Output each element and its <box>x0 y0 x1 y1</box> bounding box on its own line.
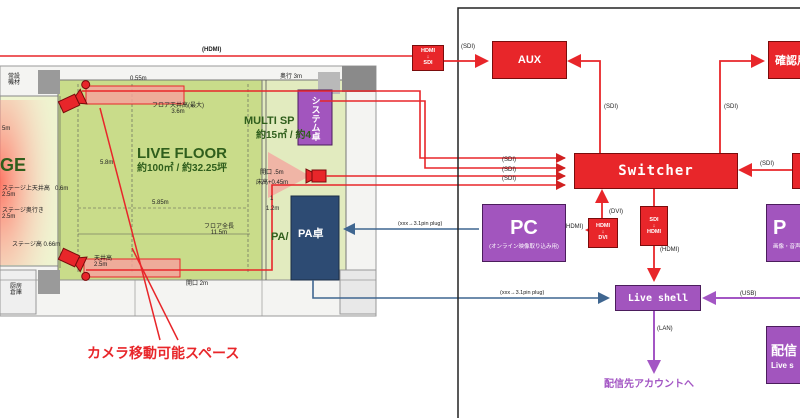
aux-box: AUX <box>492 41 567 79</box>
cable-label: (xxx→3.1pin plug) <box>398 221 443 227</box>
sdi-label: (SDI) <box>461 44 475 50</box>
dvi-label: (DVI) <box>609 209 623 215</box>
hdmi-sdi-converter: HDMI ↓ SDI <box>412 45 444 71</box>
cable <box>82 90 566 163</box>
sdi-label: (SDI) <box>502 176 516 182</box>
live-shell-box: Live shell <box>615 285 701 311</box>
haishin-box: 配信 Live s <box>766 326 800 384</box>
multi-space-area: 約15㎡ / 約4 <box>256 130 312 141</box>
floor-ceiling-note: フロア天井高(最大) 3.6m <box>152 103 204 115</box>
structure-block <box>38 270 60 294</box>
pa-desk-label: PA卓 <box>298 228 324 240</box>
right-p-title: P <box>773 216 787 239</box>
structure-block <box>318 72 340 94</box>
live-floor-area: 約100㎡ / 約32.25坪 <box>137 163 228 174</box>
cable <box>86 180 566 271</box>
structure-block <box>0 269 37 315</box>
stage-glow <box>0 100 60 265</box>
hdmi-label: (HDMI) <box>660 247 680 253</box>
camera-icon <box>57 247 91 281</box>
dimension-label: 5m <box>2 126 11 132</box>
dimension-label: 0.55m <box>130 76 147 82</box>
stage-depth-note: ステージ奥行き 2.5m <box>2 208 44 220</box>
stage-title: GE <box>0 155 27 175</box>
dimension-label: 5.85m <box>152 200 169 206</box>
stage-height-note: ステージ高 0.66m <box>12 242 61 248</box>
structure-block <box>339 269 377 315</box>
camera-icon <box>305 168 327 184</box>
ceiling-note: 天井高 2.5m <box>94 256 113 268</box>
usb-label: (USB) <box>740 291 757 297</box>
right-p-subtitle: 画像・音声 <box>773 243 800 250</box>
camera-space-top <box>85 85 185 105</box>
dimension-label: 5.8m <box>100 160 114 166</box>
pc-box: PC (オンライン映像取り込み用) <box>482 204 566 262</box>
cable-label: (xxx→3.1pin plug) <box>500 290 545 296</box>
sdi-label: (SDI) <box>502 167 516 173</box>
depth-note: 奥行 3m <box>280 74 303 80</box>
signal-arrow <box>719 54 765 153</box>
pa-desk <box>290 195 340 281</box>
dimension-label: 1.2m <box>266 206 280 212</box>
system-desk <box>297 89 333 146</box>
sdi-label: (SDI) <box>502 157 516 163</box>
hdmi-cable-label: (HDMI) <box>202 47 222 53</box>
switcher-box: Switcher <box>574 153 738 189</box>
multi-space-title: MULTI SP <box>244 115 295 127</box>
door-note: 開口 2m <box>186 281 209 287</box>
pc-subtitle: (オンライン映像取り込み用) <box>489 243 559 250</box>
right-input-box <box>792 153 800 189</box>
hdmi-dvi-converter: HDMI ↓ DVI <box>588 218 618 248</box>
lan-label: (LAN) <box>657 326 673 332</box>
sdi-label: (SDI) <box>724 104 738 110</box>
signal-arrow <box>567 54 601 153</box>
pc-title: PC <box>510 216 538 239</box>
label-pointer <box>99 107 161 341</box>
sdi-hdmi-converter: SDI ↓ HDMI <box>640 206 668 246</box>
right-p-box: P 画像・音声 <box>766 204 800 262</box>
system-desk-label: システム卓 <box>310 96 321 141</box>
stage-ceiling-note: ステージ上天井高 2.5m <box>2 186 50 198</box>
dimension-label: 0.6m <box>55 186 69 192</box>
camera-icon <box>57 80 91 114</box>
structure-block <box>342 66 376 92</box>
dimension-label: 1 <box>270 196 274 202</box>
floor-plan <box>0 55 610 341</box>
streaming-destination: 配信先アカウントへ <box>604 379 694 390</box>
structure-block <box>38 70 60 94</box>
floor-width-note: フロア全長 11.5m <box>204 224 235 236</box>
camera-space-label: カメラ移動可能スペース <box>87 345 240 361</box>
pa-partial-label: PA/ <box>271 231 289 243</box>
cable <box>312 280 610 304</box>
haishin-title: 配信 <box>771 343 798 358</box>
door-note: 開口 .5m <box>260 170 284 176</box>
sdi-label: (SDI) <box>760 161 774 167</box>
haishin-subtitle: Live s <box>771 361 794 370</box>
confirm-monitor-box: 確認用 <box>768 41 800 79</box>
equipment-note: 常設 機材 <box>8 74 21 86</box>
camera-space-bottom <box>83 258 181 278</box>
sdi-label: (SDI) <box>604 104 618 110</box>
hdmi-label: (HDMI) <box>564 224 584 230</box>
camera-beam <box>268 152 310 198</box>
live-floor-title: LIVE FLOOR <box>137 145 227 162</box>
cable <box>320 100 566 173</box>
signal-frame <box>457 7 800 418</box>
signal-diagram <box>443 7 800 418</box>
kitchen-note: 厨房 倉庫 <box>10 284 23 296</box>
live-floor-area <box>57 79 264 281</box>
floor-height-note: 床高+0.45m <box>256 180 289 186</box>
